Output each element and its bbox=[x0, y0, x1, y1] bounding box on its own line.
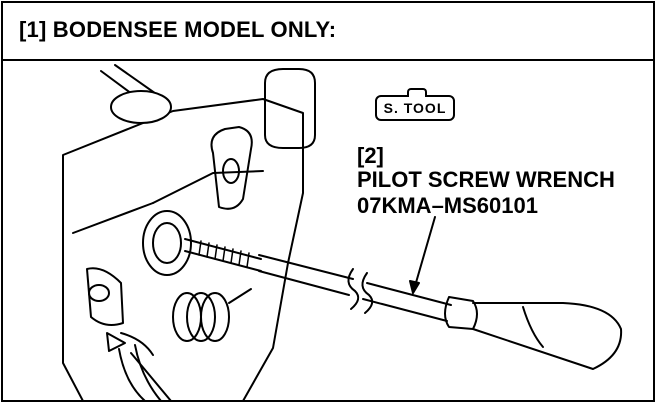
wrench-handle bbox=[472, 302, 623, 370]
diagram-frame: [1] BODENSEE MODEL ONLY: bbox=[1, 1, 655, 402]
header-band: [1] BODENSEE MODEL ONLY: bbox=[3, 3, 653, 61]
pilot-screw-bore bbox=[142, 210, 192, 276]
lower-fitting bbox=[86, 267, 124, 326]
carburetor-illustration bbox=[62, 64, 623, 400]
tool-name: PILOT SCREW WRENCH bbox=[357, 167, 615, 192]
callout-number: [2] bbox=[357, 143, 384, 168]
wrench-shaft bbox=[258, 254, 354, 296]
tool-part-number: 07KMA–MS60101 bbox=[357, 193, 538, 218]
triangle-marker bbox=[106, 332, 126, 352]
return-spring bbox=[172, 288, 252, 342]
mounting-post bbox=[264, 68, 316, 149]
pilot-screw bbox=[184, 238, 262, 272]
special-tool-badge: S. TOOL bbox=[375, 88, 455, 121]
lever-knob bbox=[110, 90, 172, 124]
leader-line bbox=[412, 216, 436, 294]
wrench-collar bbox=[444, 296, 478, 330]
bottom-hose bbox=[118, 344, 162, 400]
section-title: [1] BODENSEE MODEL ONLY: bbox=[19, 17, 337, 42]
side-slot bbox=[210, 126, 253, 210]
shaft-break bbox=[347, 268, 374, 314]
